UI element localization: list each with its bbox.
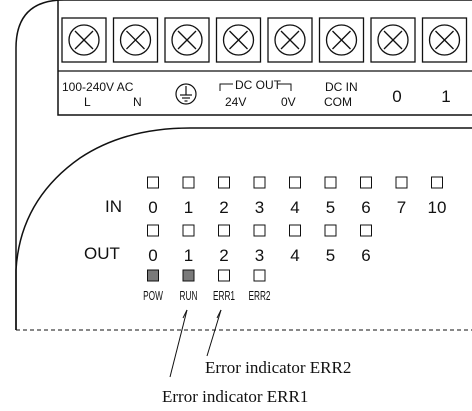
output-led (182, 224, 195, 237)
input-led (395, 176, 408, 189)
screw-terminal-icon (164, 17, 210, 63)
input-led (147, 176, 159, 189)
output-number: 6 (361, 246, 370, 265)
status-led-err2 (253, 269, 266, 282)
callout-err2: Error indicator ERR2 (205, 358, 351, 377)
status-indicators: POW RUN ERR1 ERR2 (143, 269, 271, 304)
status-label-err2: ERR2 (248, 289, 270, 303)
status-led-err1 (218, 269, 230, 282)
output-number: 3 (255, 246, 264, 265)
input-number: 3 (255, 198, 264, 217)
status-label-err1: ERR1 (213, 289, 235, 303)
terminal-label-com: COM (324, 95, 352, 109)
screw-terminal-icon (61, 17, 107, 63)
input-led (431, 176, 443, 189)
input-led (289, 176, 301, 189)
input-number: 0 (148, 198, 157, 217)
input-led (253, 176, 266, 189)
callout-line-err1 (169, 309, 188, 378)
output-number: 0 (148, 246, 157, 265)
terminal-label-0v: 0V (281, 95, 296, 109)
callout-err1: Error indicator ERR1 (162, 387, 308, 406)
screw-terminals (61, 17, 468, 63)
terminal-label-24v: 24V (225, 95, 246, 109)
terminal-label-dc-out: DC OUT (235, 78, 282, 92)
status-label-pow: POW (143, 289, 163, 303)
input-number: 1 (184, 198, 193, 217)
output-number: 4 (290, 246, 299, 265)
callout-arrow-err2 (216, 309, 222, 319)
output-led (289, 224, 301, 237)
input-row-label: IN (105, 197, 122, 216)
output-number: 5 (326, 246, 335, 265)
output-led (253, 224, 266, 237)
input-number: 4 (290, 198, 299, 217)
input-led (324, 176, 337, 189)
input-number: 10 (428, 198, 447, 217)
terminal-label-dc-in: DC IN (325, 80, 358, 94)
terminal-block-frame (57, 0, 472, 116)
ground-symbol-icon (175, 83, 197, 105)
input-number: 6 (361, 198, 370, 217)
output-number: 1 (184, 246, 193, 265)
output-led (218, 224, 230, 237)
callout-line-err2 (206, 309, 222, 357)
screw-terminal-icon (267, 17, 313, 63)
indicator-panel-outline (15, 127, 472, 330)
callout-arrow-err1 (182, 309, 188, 319)
screw-terminal-icon (370, 17, 416, 63)
terminal-label-l: L (84, 95, 91, 109)
input-number: 2 (219, 198, 228, 217)
output-led (360, 224, 372, 237)
input-number: 5 (326, 198, 335, 217)
output-indicators: 0 1 2 3 4 5 6 (147, 224, 372, 265)
screw-terminal-icon (215, 17, 262, 63)
dc-out-bracket (219, 83, 292, 91)
housing-outline (15, 0, 472, 330)
output-number: 2 (219, 246, 228, 265)
status-label-run: RUN (180, 289, 198, 303)
screw-terminal-icon (112, 17, 159, 63)
terminal-label-n: N (133, 95, 142, 109)
output-row-label: OUT (84, 244, 120, 263)
input-led (360, 176, 372, 189)
screw-terminal-icon (318, 17, 365, 63)
terminal-label-0: 0 (392, 87, 401, 106)
terminal-label-ac: 100-240V AC (62, 80, 134, 94)
input-indicators: 0 1 2 3 4 5 6 7 10 (147, 176, 447, 217)
status-led-pow (147, 269, 159, 282)
input-led (182, 176, 195, 189)
screw-terminal-icon (421, 17, 468, 63)
terminal-label-1: 1 (441, 87, 450, 106)
input-number: 7 (397, 198, 406, 217)
output-led (324, 224, 337, 237)
output-led (147, 224, 159, 237)
status-led-run (182, 269, 195, 282)
input-led (218, 176, 230, 189)
